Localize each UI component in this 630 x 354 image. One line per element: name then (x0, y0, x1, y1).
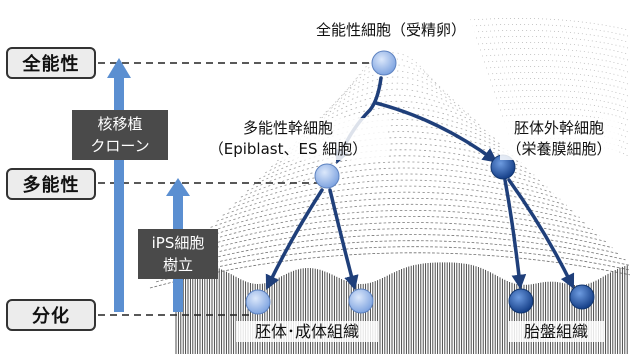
arrow-extra-to-placenta-b (507, 178, 575, 289)
ips-box: iPS細胞 樹立 (138, 229, 218, 279)
nuclear-transfer-up-arrow (107, 58, 131, 312)
lineage-arrows (265, 76, 575, 291)
zygote-label: 全能性細胞（受精卵） (306, 20, 476, 41)
nuclear-transfer-line1: 核移植 (97, 115, 143, 133)
pluripotent-stem-node (314, 163, 340, 189)
pluripotent-stem-line1: 多能性幹細胞 (242, 119, 333, 137)
extraembryonic-stem-line2: （栄養膜細胞） (506, 140, 612, 158)
placenta-node-1 (508, 288, 534, 314)
zygote-node (371, 50, 397, 76)
ips-line1: iPS細胞 (151, 234, 205, 252)
tissue-node-1 (245, 289, 271, 315)
differentiated-label: 分化 (6, 299, 96, 331)
ips-line2: 樹立 (162, 256, 193, 274)
pluripotent-stem-line2: （Epiblast、ES 細胞） (208, 140, 368, 158)
placental-tissue-label: 胎盤組織 (508, 321, 604, 342)
nuclear-transfer-box: 核移植 クローン (72, 110, 168, 160)
embryonic-tissue-label: 胚体･成体組織 (236, 321, 378, 342)
totipotent-label: 全能性 (6, 47, 96, 79)
placenta-node-2 (569, 284, 595, 310)
extraembryonic-stem-label: 胚体外幹細胞 （栄養膜細胞） (500, 118, 618, 160)
nuclear-transfer-line2: クローン (90, 137, 150, 155)
extraembryonic-stem-line1: 胚体外幹細胞 (513, 119, 604, 137)
pluripotent-stem-label: 多能性幹細胞 （Epiblast、ES 細胞） (188, 118, 388, 160)
arrow-extra-to-placenta-a (503, 178, 527, 290)
arrow-pluripotent-to-tissue-a (265, 188, 324, 290)
arrow-zygote-to-extraembryonic (374, 101, 498, 163)
tissue-node-2 (348, 288, 374, 314)
arrow-pluripotent-to-tissue-b (328, 188, 359, 291)
pluripotent-label: 多能性 (6, 168, 96, 200)
